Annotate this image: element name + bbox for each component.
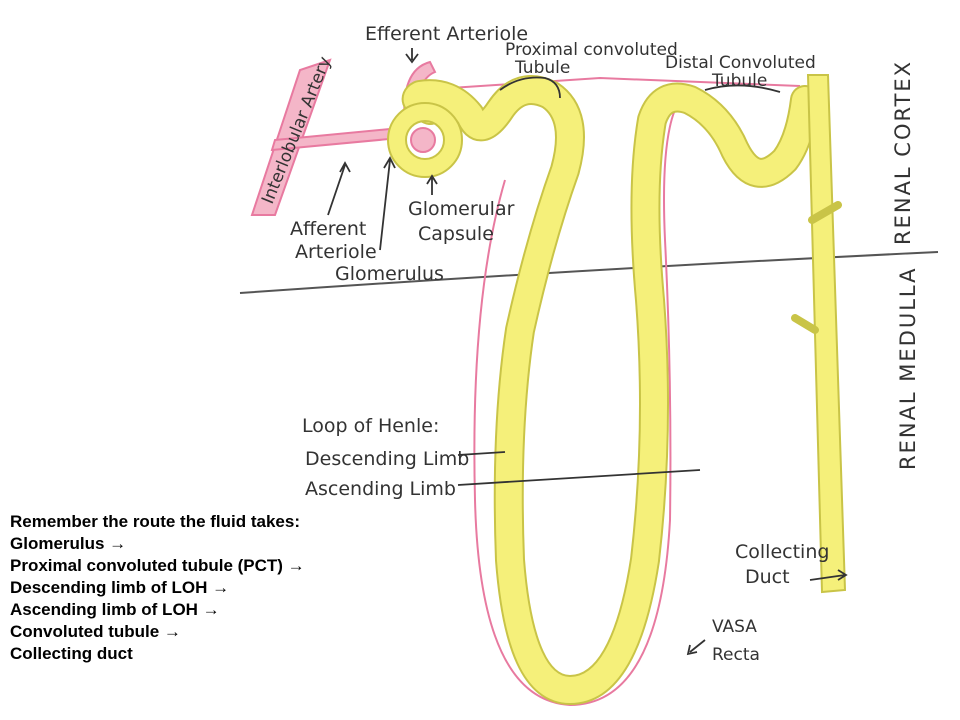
glomerulus-shape [410,127,436,153]
label-distal-convoluted-tubule: Distal Convoluted [665,53,816,73]
label-vasa-recta-line2: Recta [712,645,760,665]
route-step-pct: Proximal convoluted tubule (PCT) → [10,556,305,575]
route-heading: Remember the route the fluid takes: [10,512,301,531]
label-efferent-arteriole: Efferent Arteriole [365,23,528,45]
vasa-recta-vessel [419,76,801,707]
route-step-descending-limb: Descending limb of LOH → [10,578,230,597]
collecting-duct-shape [806,74,847,594]
label-renal-medulla: RENAL MEDULLA [896,267,920,471]
route-step-collecting-duct: Collecting duct [10,644,133,663]
label-afferent-arteriole-line2: Arteriole [295,241,377,263]
route-step-ascending-limb: Ascending limb of LOH → [10,600,220,619]
label-proximal-convoluted-tubule: Proximal convoluted [505,40,678,60]
label-glomerular-capsule-line2: Capsule [418,223,494,245]
label-proximal-tubule-line2: Tubule [514,58,570,78]
cortex-medulla-boundary [239,251,939,294]
label-vasa-recta: VASA [712,617,757,637]
label-ascending-limb: Ascending Limb [305,478,456,500]
route-step-convoluted-tubule: Convoluted tubule → [10,622,181,641]
label-renal-cortex: RENAL CORTEX [891,60,915,245]
route-step-glomerulus: Glomerulus → [10,534,127,553]
label-loop-of-henle: Loop of Henle: [302,415,439,437]
label-collecting-duct: Collecting [735,541,829,563]
nephron-tubule-fill [403,77,818,703]
leader-lines [327,48,848,656]
label-glomerulus: Glomerulus [335,263,444,285]
label-descending-limb: Descending Limb [305,448,469,470]
glomerular-capsule-fill [389,104,461,176]
fluid-route-text: Remember the route the fluid takes: Glom… [10,511,305,665]
collecting-duct-branches [791,201,842,334]
label-glomerular-capsule: Glomerular [408,198,515,220]
label-afferent-arteriole: Afferent [290,218,366,240]
label-collecting-duct-line2: Duct [745,566,790,588]
